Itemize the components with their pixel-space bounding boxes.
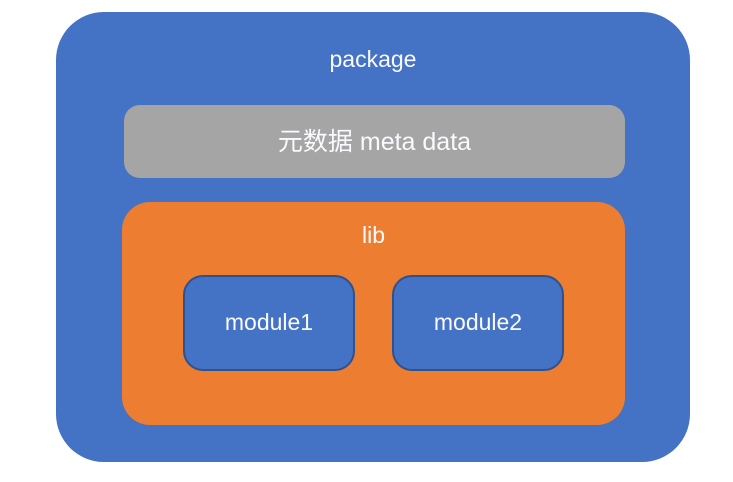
meta-data-label: 元数据 meta data — [277, 127, 472, 156]
package-label: package — [329, 46, 417, 72]
lib-label: lib — [361, 222, 385, 248]
module2-box: module2 — [392, 275, 564, 371]
module1-label: module1 — [224, 309, 314, 336]
modules-row: module1 module2 — [122, 275, 625, 371]
module1-box: module1 — [183, 275, 355, 371]
meta-data-box: 元数据 meta data — [124, 105, 625, 178]
lib-container-box: lib module1 module2 — [122, 202, 625, 425]
package-container-box: package 元数据 meta data lib module1 module… — [56, 12, 690, 462]
module2-label: module2 — [433, 309, 523, 336]
